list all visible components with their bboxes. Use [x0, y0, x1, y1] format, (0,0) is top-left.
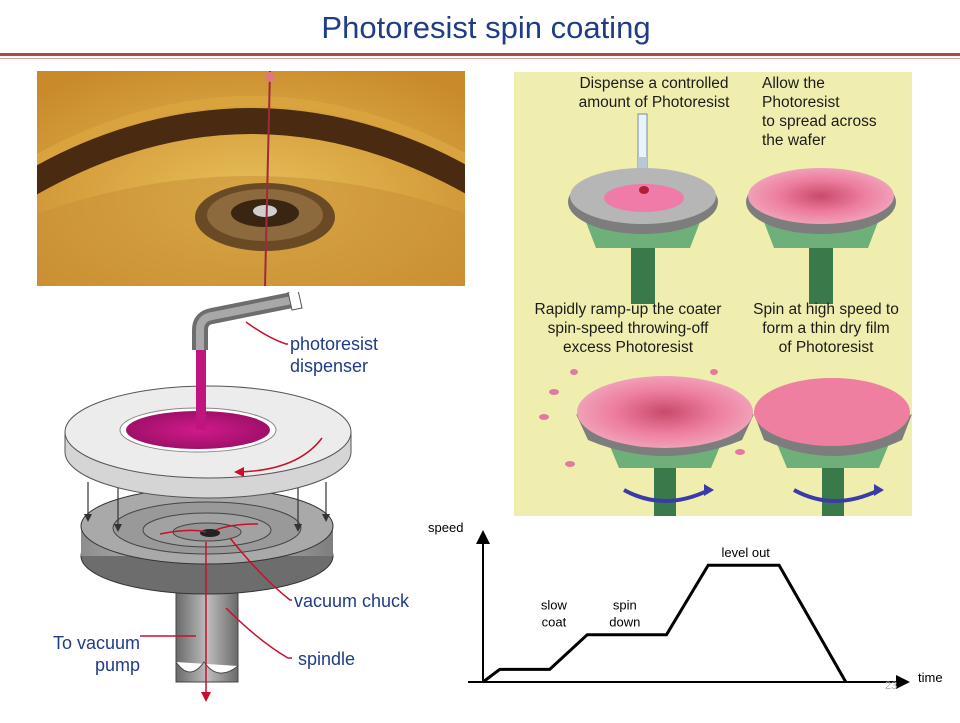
- title-underline: [0, 53, 960, 56]
- x-axis-label: time: [918, 670, 943, 685]
- dispenser-label: photoresist dispenser: [290, 334, 379, 376]
- step2-caption: Allow the Photoresist to spread across t…: [762, 75, 877, 149]
- x-axis-arrowhead: [896, 675, 910, 689]
- vacuum-chuck-label: vacuum chuck: [294, 591, 410, 611]
- dispense-photo: [37, 71, 465, 286]
- speed-series-line: [482, 563, 848, 684]
- slide-title: Photoresist spin coating: [321, 10, 651, 45]
- step1-caption: Dispense a controlled amount of Photores…: [578, 75, 730, 111]
- y-axis-label: speed: [428, 520, 463, 535]
- y-axis-arrowhead: [476, 530, 490, 544]
- step4-caption: Spin at high speed to form a thin dry fi…: [753, 301, 899, 356]
- slide-number: 23: [885, 680, 898, 692]
- spindle-label: spindle: [298, 649, 356, 669]
- step3-caption: Rapidly ramp-up the coater spin-speed th…: [534, 301, 722, 356]
- vacuum-pump-label: To vacuum pump: [52, 633, 140, 675]
- process-steps-panel: Dispense a controlled amount of Photores…: [514, 72, 912, 516]
- spin-coater-diagram: [30, 289, 450, 712]
- title-underline-thin: [0, 58, 960, 59]
- chart-annotation-2: level out: [721, 545, 770, 560]
